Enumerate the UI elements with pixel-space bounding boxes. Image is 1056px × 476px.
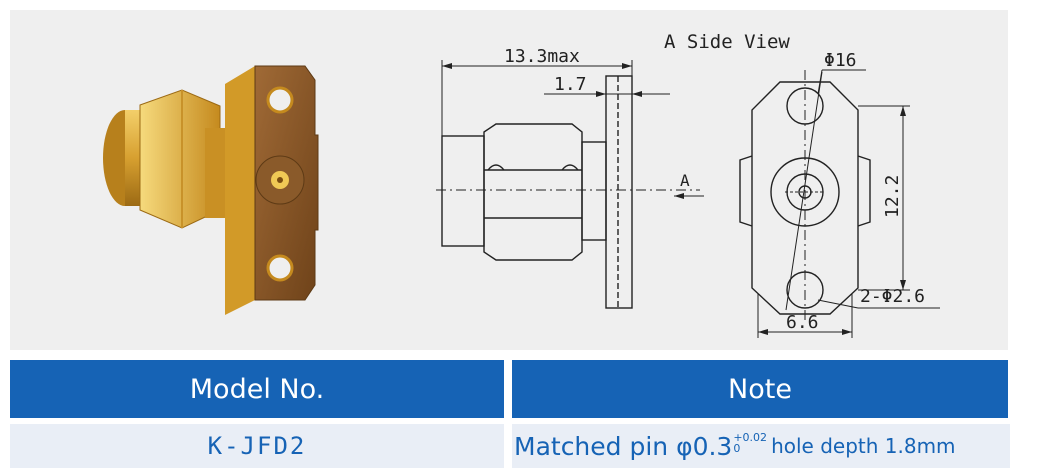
- dim-pcd: Φ16: [824, 50, 857, 71]
- side-view-title: A Side View: [664, 31, 790, 53]
- tolerance-lower: 0: [733, 442, 741, 455]
- tolerance-stack: +0.02 0: [733, 432, 767, 454]
- header-note-label: Note: [728, 373, 792, 405]
- model-number: K-JFD2: [207, 432, 307, 460]
- dim-hole-pitch: 12.2: [882, 175, 903, 218]
- table-header-note: Note: [512, 360, 1008, 418]
- table-cell-note: Matched pin φ0.3 +0.02 0 hole depth 1.8m…: [512, 424, 1010, 468]
- view-arrow-label: A: [680, 171, 690, 190]
- note-suffix: hole depth 1.8mm: [771, 434, 956, 458]
- dim-holes: 2-Φ2.6: [860, 286, 925, 307]
- dim-overall-length: 13.3max: [504, 46, 580, 67]
- connector-render: [103, 65, 319, 315]
- tolerance-upper: +0.02: [733, 431, 768, 444]
- table-header-model: Model No.: [10, 360, 504, 418]
- product-figure-panel: 13.3max 1.7 A A Side View: [10, 10, 1008, 350]
- front-view-drawing: [739, 69, 940, 338]
- product-drawing: 13.3max 1.7 A A Side View: [103, 31, 940, 338]
- side-section-drawing: [436, 60, 704, 309]
- header-model-label: Model No.: [189, 373, 325, 405]
- dim-flange-thickness: 1.7: [554, 74, 587, 95]
- table-cell-model: K-JFD2: [10, 424, 504, 468]
- note-prefix: Matched pin φ0.3: [514, 431, 733, 461]
- dim-flange-width: 6.6: [786, 312, 819, 333]
